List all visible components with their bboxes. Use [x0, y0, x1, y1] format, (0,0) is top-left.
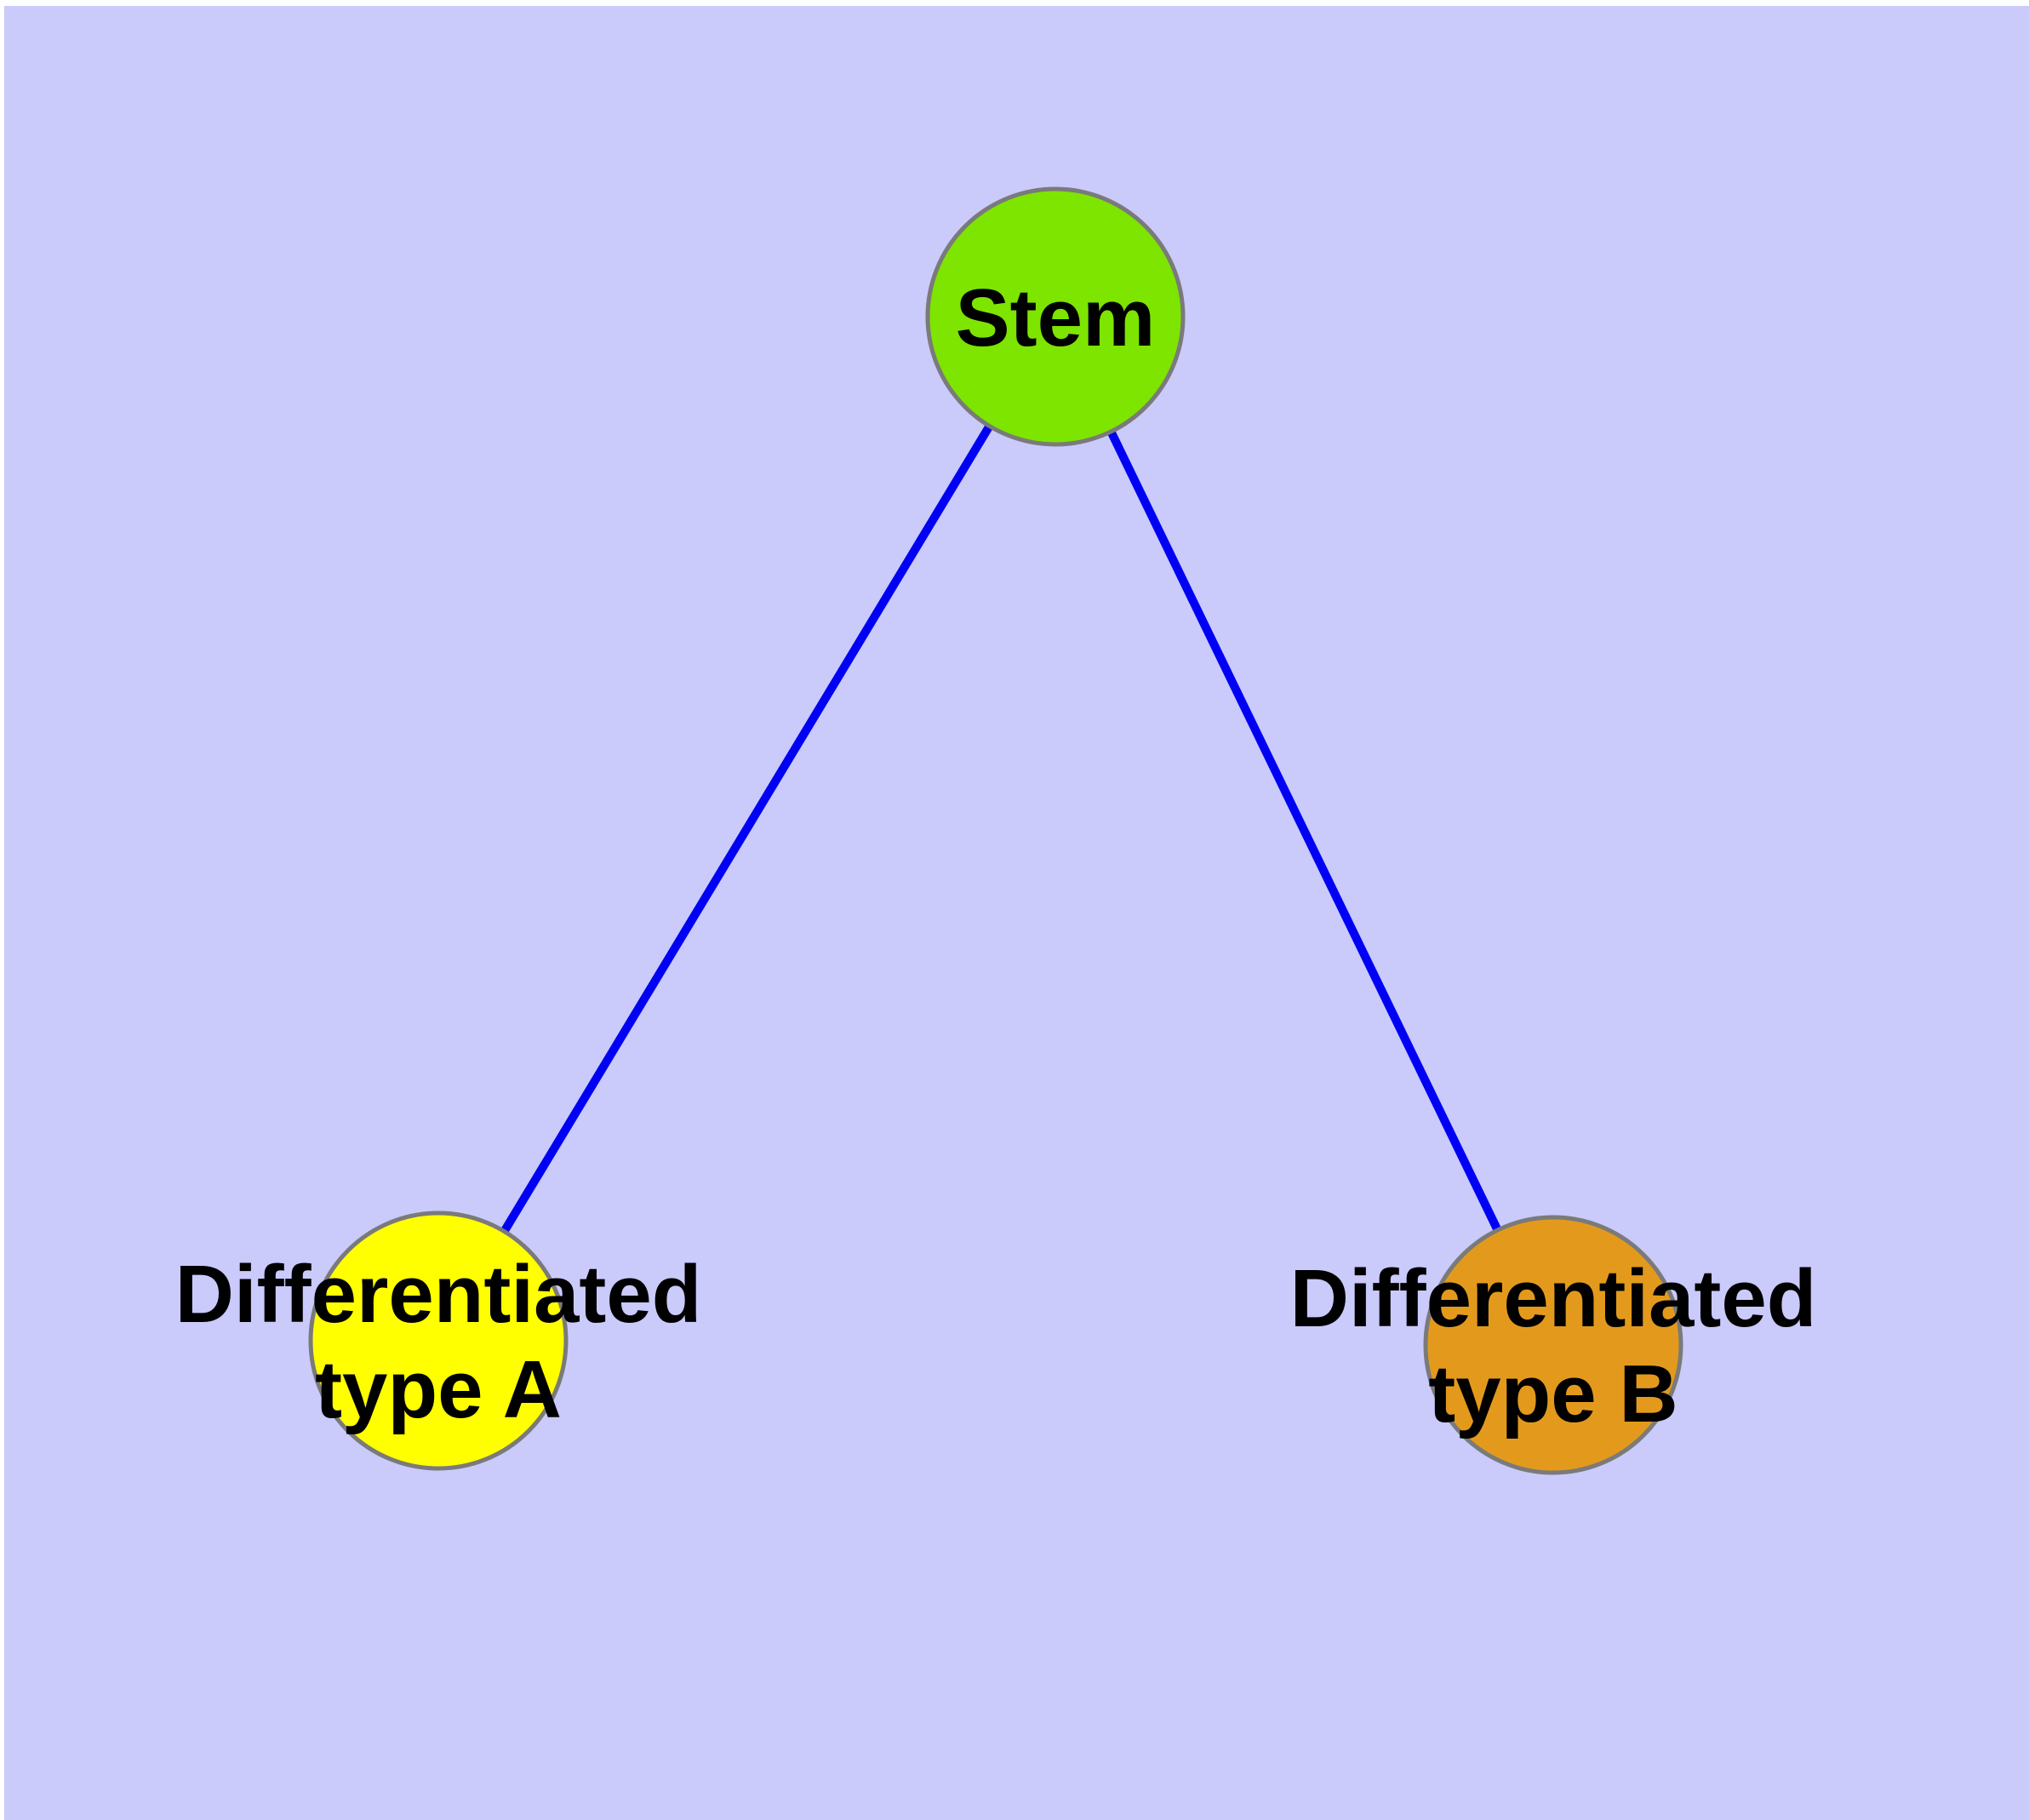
differentiated-type-b-label-line1: Differentiated — [1290, 1253, 1817, 1344]
differentiated-type-a-node-circle — [308, 1210, 569, 1471]
edge-stem-to-differentiated-type-a — [434, 314, 1060, 1343]
differentiated-type-b-node-circle — [1423, 1215, 1683, 1475]
node-differentiated-type-a: Differentiated type A — [175, 1210, 702, 1471]
stem-node-circle — [925, 186, 1186, 447]
node-differentiated-type-b: Differentiated type B — [1290, 1215, 1817, 1475]
node-stem: Stem — [925, 186, 1186, 447]
differentiated-type-a-label-line1: Differentiated — [175, 1249, 702, 1340]
differentiated-type-a-label-line2: type A — [315, 1344, 562, 1435]
stem-node-label: Stem — [956, 272, 1156, 363]
differentiated-type-b-label-line2: type B — [1428, 1348, 1677, 1439]
edge-stem-to-differentiated-type-b — [1051, 314, 1557, 1348]
